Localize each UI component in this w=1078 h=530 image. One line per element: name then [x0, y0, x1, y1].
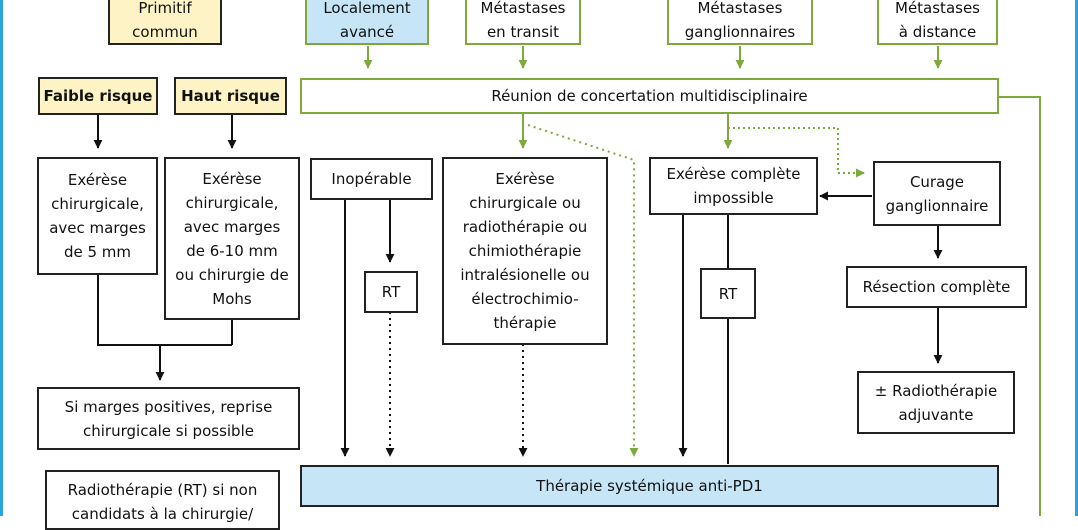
arrow-rcp-to-anti-pd1-dotted	[527, 124, 639, 457]
header-to-rcp-arrows	[363, 46, 943, 69]
rt-inoperable-box: RT	[364, 271, 418, 313]
faible-risque-box: Faible risque	[38, 77, 158, 115]
rt-ganglion-box: RT	[700, 268, 756, 319]
radiotherapie-non-candidats-box: Radiothérapie (RT) si non candidats à la…	[45, 470, 280, 530]
header-metastases-en-transit: Métastases en transit	[465, 0, 581, 45]
rcp-outgoing-arrows	[518, 96, 1041, 516]
exerese-marges-6-10mm-box: Exérèse chirurgicale, avec marges de 6-1…	[164, 157, 300, 320]
line-exerese-5mm-merge	[97, 274, 232, 346]
inoperable-box: Inopérable	[310, 158, 433, 200]
header-primitif-commun: Primitif commun	[108, 0, 222, 45]
arrow-rcp-to-curage	[728, 127, 865, 178]
therapie-anti-pd1-box: Thérapie systémique anti-PD1	[300, 465, 999, 507]
header-metastases-a-distance: Métastases à distance	[877, 0, 998, 45]
header-metastases-ganglionnaires: Métastases ganglionnaires	[667, 0, 813, 45]
ganglion-branch-arrows	[678, 191, 943, 464]
line-rcp-distance-branch	[998, 96, 1041, 516]
exerese-marges-5mm-box: Exérèse chirurgicale, avec marges de 5 m…	[37, 157, 158, 275]
inoperable-branch-arrows	[340, 199, 528, 457]
exerese-complete-impossible-box: Exérèse complète impossible	[649, 157, 818, 215]
primitif-branch-arrows	[93, 114, 237, 381]
radiotherapie-adjuvante-box: ± Radiothérapie adjuvante	[857, 371, 1015, 434]
options-traitement-transit-box: Exérèse chirurgicale ou radiothérapie ou…	[442, 157, 608, 345]
rcp-box: Réunion de concertation multidisciplinai…	[300, 78, 999, 114]
resection-complete-box: Résection complète	[846, 266, 1027, 308]
curage-ganglionnaire-box: Curage ganglionnaire	[873, 161, 1001, 226]
marges-positives-box: Si marges positives, reprise chirurgical…	[37, 387, 300, 450]
connector-lines	[93, 46, 1041, 516]
page-frame	[0, 0, 1078, 516]
header-localement-avance: Localement avancé	[305, 0, 429, 45]
haut-risque-box: Haut risque	[174, 77, 287, 115]
